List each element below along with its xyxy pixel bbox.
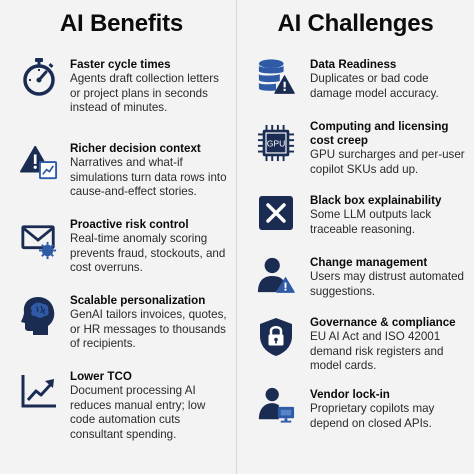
head-brain-icon [20, 296, 58, 335]
benefit-title: Scalable personalization [70, 294, 206, 307]
challenge-desc: Users may distrust automated suggestions… [310, 270, 464, 298]
benefit-title: Faster cycle times [70, 58, 171, 71]
warning-chart-icon [20, 144, 58, 182]
challenge-desc: Proprietary copilots may depend on close… [310, 402, 435, 430]
user-screen-icon [257, 386, 295, 424]
challenge-title: Change management [310, 256, 428, 269]
challenge-title: Black box explainability [310, 194, 442, 207]
challenge-title: Computing and licensing cost creep [310, 120, 449, 147]
benefits-column: AI Benefits Faster cycle times Agents dr… [20, 10, 227, 441]
column-divider [236, 0, 237, 474]
benefit-desc: Real-time anomaly scoring prevents fraud… [70, 232, 226, 274]
trend-up-icon [20, 372, 58, 410]
challenge-title: Vendor lock-in [310, 388, 390, 401]
benefit-title: Richer decision context [70, 142, 201, 155]
envelope-virus-icon [20, 222, 58, 260]
benefits-heading: AI Benefits [59, 10, 184, 37]
challenge-title: Governance & compliance [310, 316, 456, 329]
benefit-desc: Document processing AI reduces manual en… [70, 384, 206, 441]
benefit-desc: GenAI tailors invoices, quotes, or HR me… [70, 308, 227, 350]
benefit-desc: Narratives and what-if simulations turn … [70, 156, 227, 198]
benefit-title: Proactive risk control [70, 218, 189, 231]
database-warning-icon [257, 58, 295, 96]
challenges-heading: AI Challenges [277, 10, 434, 37]
challenge-desc: Duplicates or bad code damage model accu… [310, 72, 439, 100]
challenge-desc: Some LLM outputs lack traceable reasonin… [310, 208, 432, 236]
shield-lock-icon [257, 318, 295, 356]
benefit-desc: Agents draft collection letters or proje… [70, 72, 219, 114]
x-box-icon [257, 194, 295, 232]
challenge-title: Data Readiness [310, 58, 397, 71]
stopwatch-icon [20, 58, 58, 96]
gpu-chip-label: GPU [267, 138, 286, 148]
benefit-title: Lower TCO [70, 370, 132, 383]
challenges-column: AI Challenges Data Readiness Duplicates … [237, 0, 474, 474]
challenge-desc: GPU surcharges and per-user copilot SKUs… [310, 148, 465, 176]
gpu-chip-icon: GPU [257, 124, 295, 162]
challenge-desc: EU AI Act and ISO 42001 demand risk regi… [310, 330, 444, 372]
user-warning-icon [257, 256, 295, 294]
